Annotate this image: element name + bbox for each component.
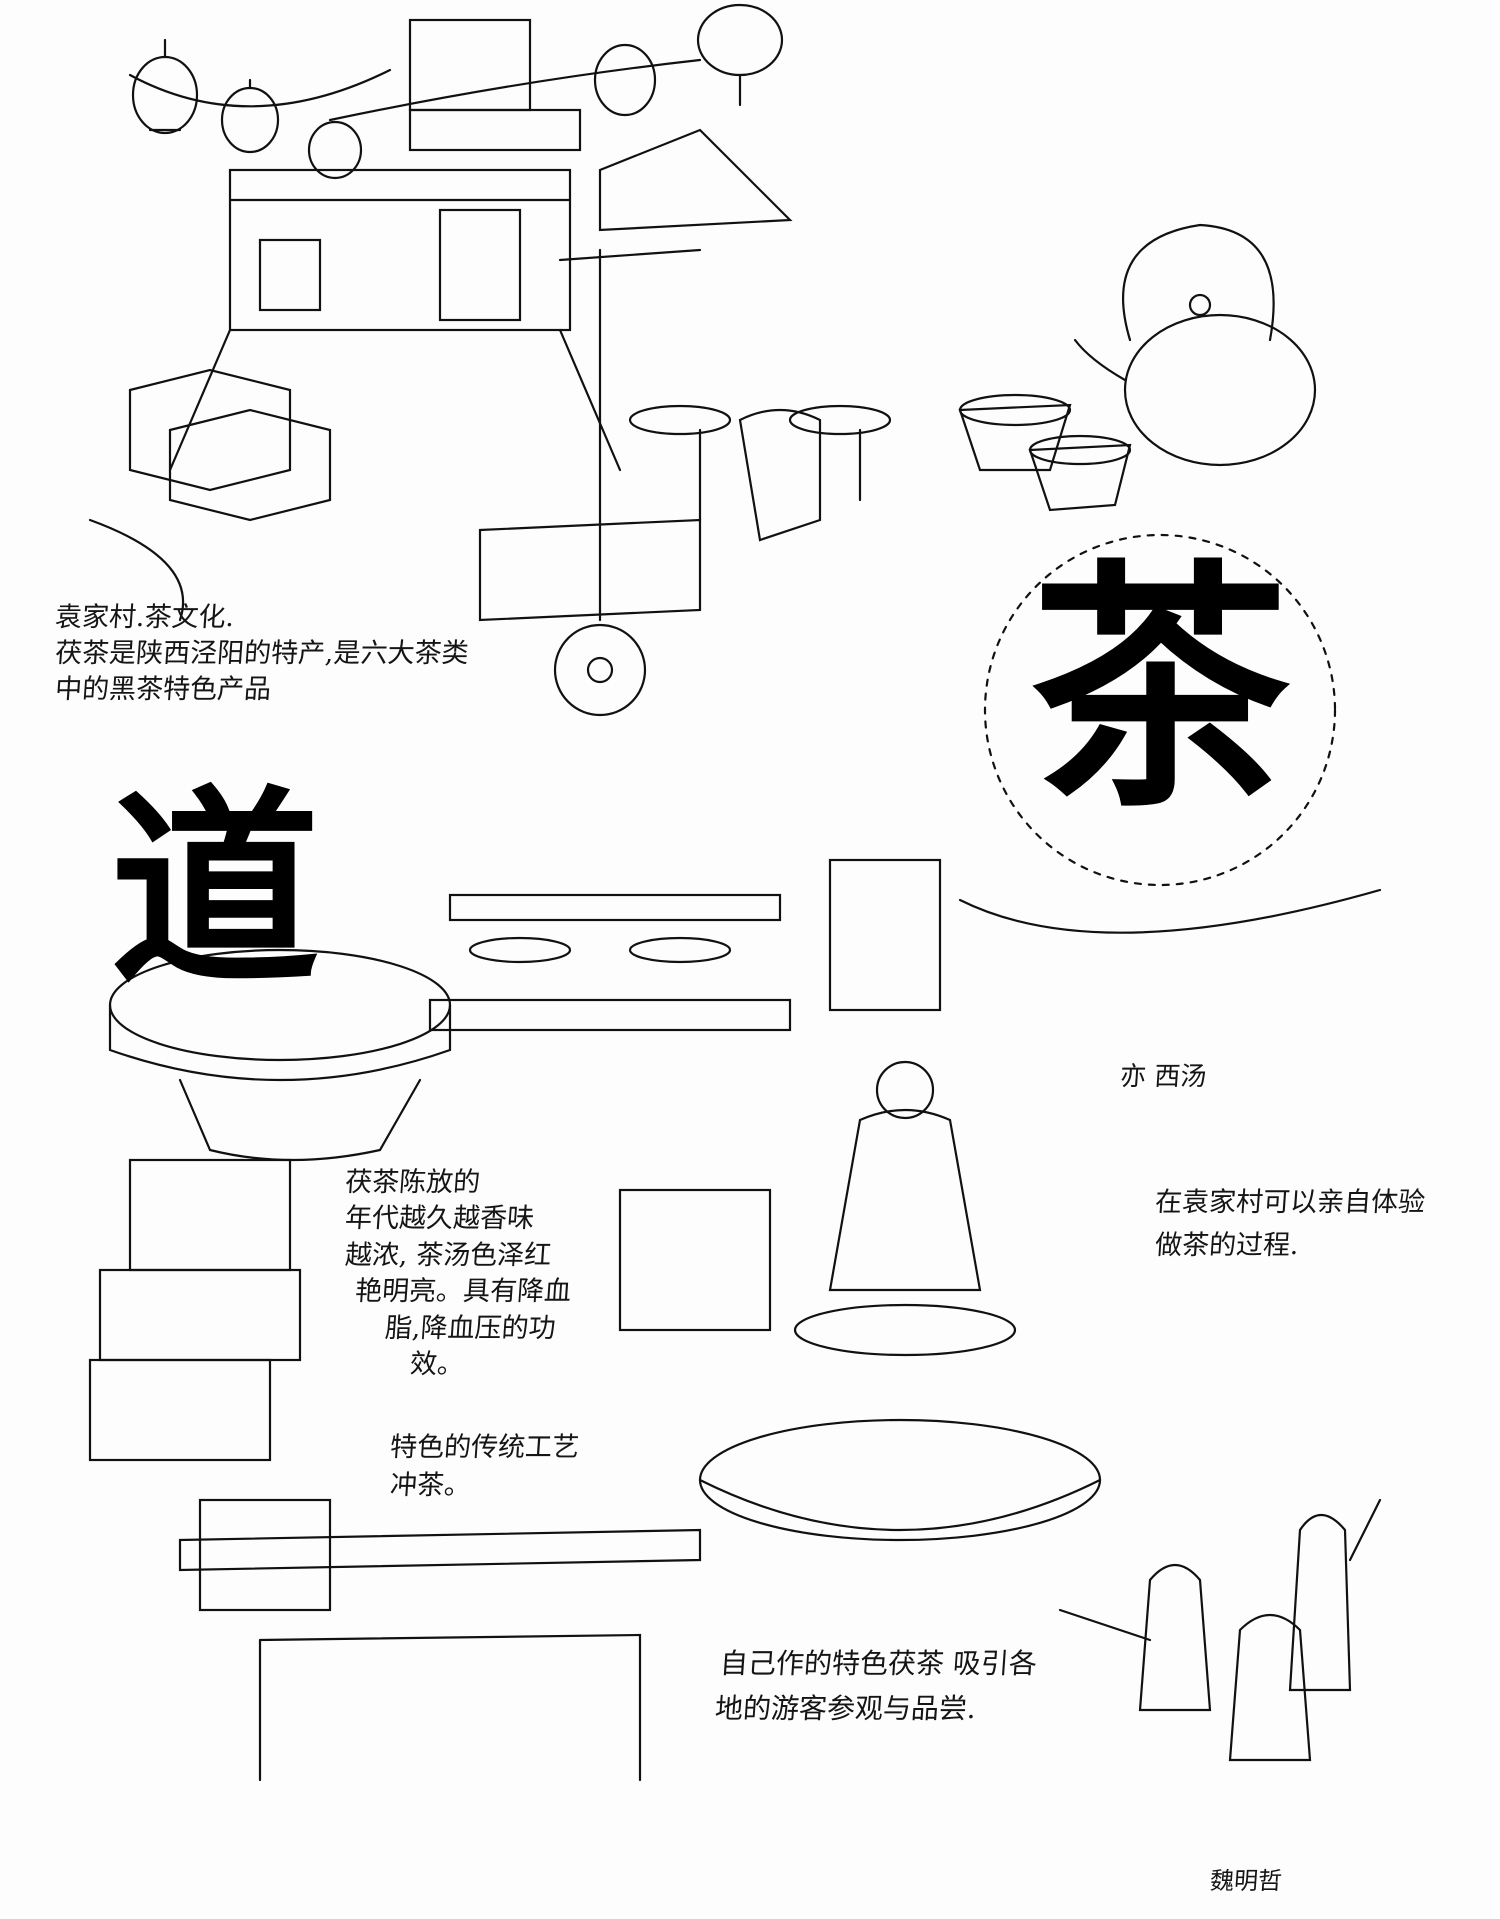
tea-bricks-stack	[88, 368, 332, 622]
teapot	[958, 223, 1317, 512]
building	[168, 18, 793, 472]
small-mark: 亦 西汤	[1118, 1062, 1208, 1092]
kettles	[1058, 1498, 1382, 1762]
stone-table	[108, 948, 452, 1162]
tea-leaves-branch	[958, 888, 1382, 934]
artist-signature: 魏明哲	[1209, 1867, 1283, 1895]
note-line: 效。	[408, 1349, 466, 1381]
craft-note-line: 冲茶。	[388, 1470, 473, 1501]
craft-note-line: 特色的传统工艺	[388, 1432, 581, 1463]
intro-title: 袁家村.茶文化.	[53, 602, 236, 633]
note-line: 越浓, 茶汤色泽红	[343, 1239, 553, 1271]
shelves	[428, 858, 942, 1032]
note-line: 艳明亮。具有降血	[353, 1276, 573, 1308]
bench	[178, 1528, 702, 1782]
cart	[478, 248, 702, 717]
visitors-note-line: 地的游客参观与品尝.	[713, 1692, 978, 1725]
visitors-note-line: 自己作的特色茯茶 吸引各	[718, 1647, 1039, 1680]
experience-note-line: 在袁家村可以亲自体验	[1153, 1187, 1427, 1218]
cha-circle	[983, 533, 1337, 887]
tea-bricks-lower	[88, 1158, 332, 1612]
intro-line: 茯茶是陕西泾阳的特产,是六大茶类	[53, 638, 470, 669]
aging-note: 茯茶陈放的 年代越久越香味 越浓, 茶汤色泽红 艳明亮。具有降血 脂,降血压的功…	[343, 1165, 572, 1384]
chairs	[628, 404, 892, 542]
note-line: 茯茶陈放的	[343, 1167, 482, 1198]
note-line: 脂,降血压的功	[383, 1312, 557, 1344]
calligraphy-dao: 道	[110, 766, 321, 1013]
lanterns	[128, 3, 784, 180]
calligraphy-cha: 茶	[1030, 537, 1290, 842]
note-line: 年代越久越香味	[343, 1203, 536, 1235]
experience-note-line: 做茶的过程.	[1153, 1230, 1300, 1261]
seated-tea-master	[618, 1060, 1102, 1542]
intro-line: 中的黑茶特色产品	[53, 674, 273, 705]
